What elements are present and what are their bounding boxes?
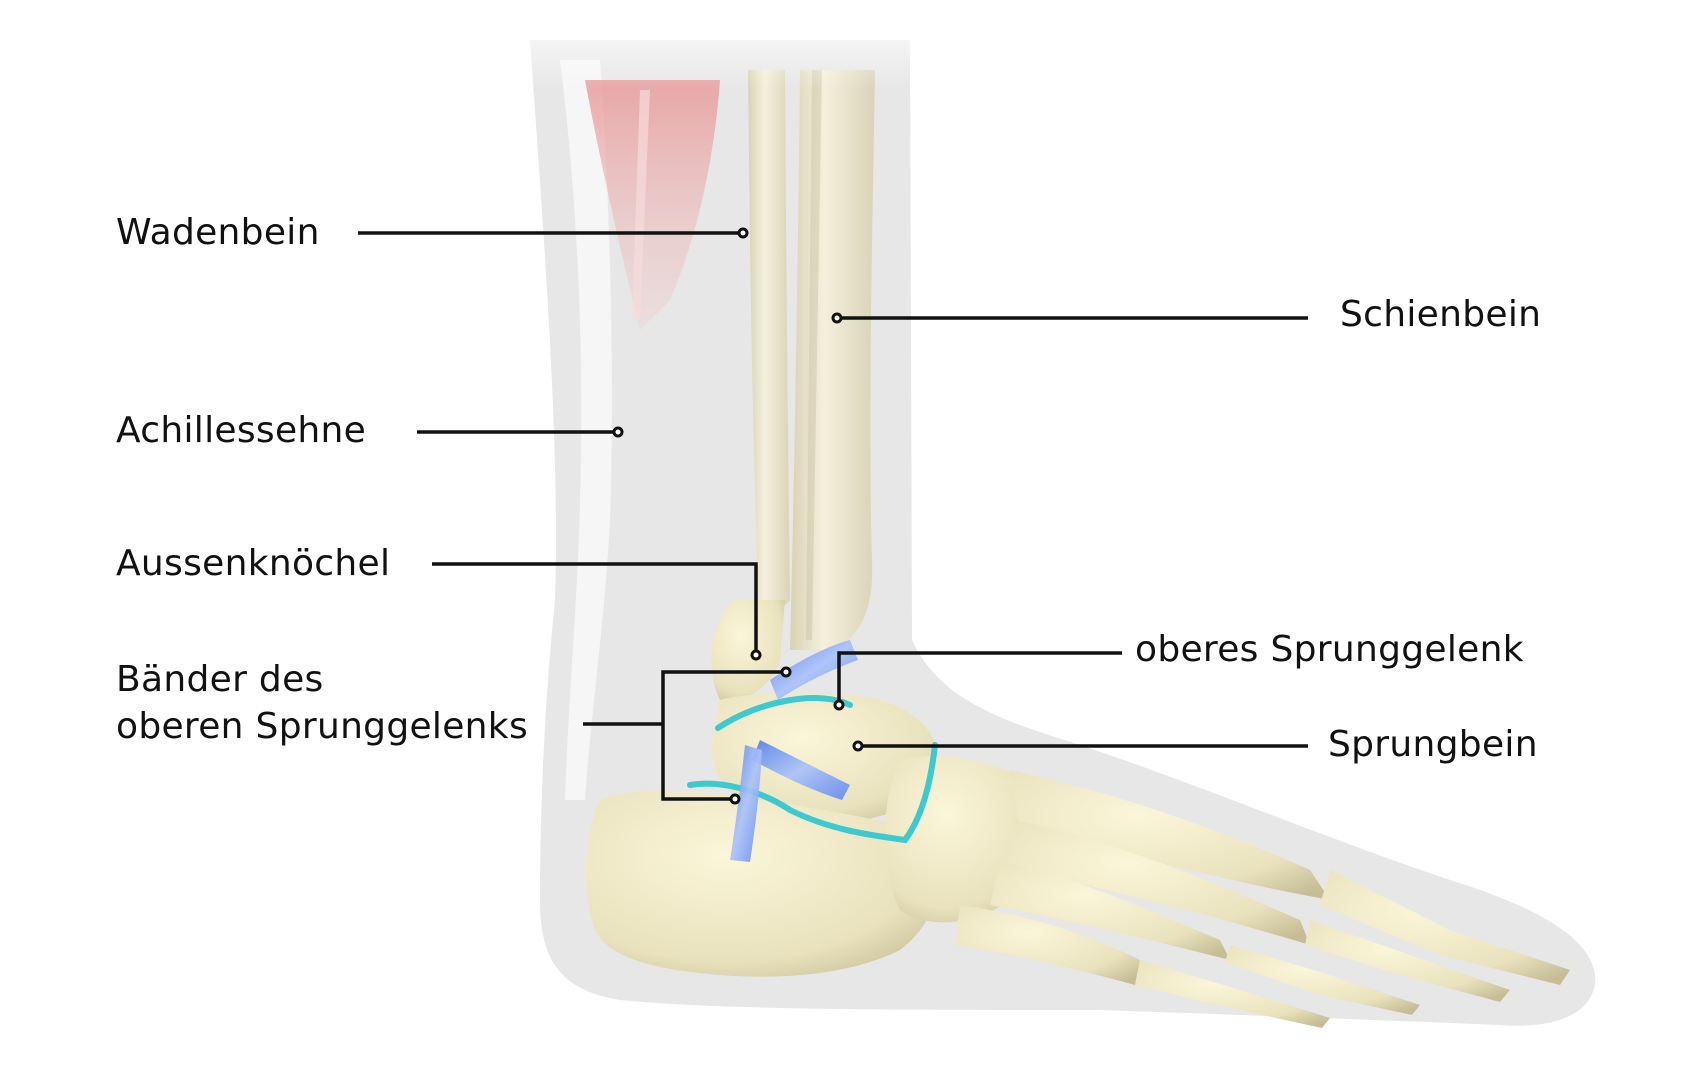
fibula-bone bbox=[748, 70, 790, 630]
label-schienbein: Schienbein bbox=[1340, 294, 1542, 335]
lateral-malleolus bbox=[711, 600, 785, 701]
ligament-anterior-talofibular bbox=[770, 640, 858, 700]
label-oberes-sprunggelenk: oberes Sprunggelenk bbox=[1135, 629, 1524, 670]
leader-lines bbox=[358, 231, 1308, 801]
toe-phalanges-2 bbox=[1305, 920, 1510, 1002]
ligament-posterior bbox=[752, 740, 850, 800]
toe-phalanges-3 bbox=[1225, 945, 1420, 1015]
label-achillessehne: Achillessehne bbox=[116, 410, 367, 451]
metatarsal-5 bbox=[955, 905, 1140, 985]
metatarsal-1 bbox=[1010, 770, 1330, 900]
talus-bone bbox=[711, 692, 938, 824]
leader-baender-bracket bbox=[661, 670, 786, 801]
metatarsal-3 bbox=[990, 860, 1230, 960]
calcaneus-bone bbox=[585, 790, 938, 977]
calf-muscle bbox=[585, 80, 720, 330]
label-baender-line1: Bänder des bbox=[116, 659, 324, 700]
leader-endpoints bbox=[612, 227, 864, 805]
label-baender-line2: oberen Sprunggelenks bbox=[116, 706, 529, 747]
leader-oberes-sprunggelenk bbox=[837, 651, 1122, 705]
label-wadenbein: Wadenbein bbox=[116, 212, 320, 253]
toe-phalanges-5 bbox=[1135, 960, 1330, 1028]
leader-aussenknoechel bbox=[432, 562, 758, 655]
metatarsal-2 bbox=[1005, 820, 1310, 945]
toe-phalanges-1 bbox=[1320, 870, 1570, 985]
tibia-bone bbox=[790, 70, 875, 650]
achilles-tendon-shape bbox=[560, 60, 612, 800]
label-aussenknoechel: Aussenknöchel bbox=[116, 543, 391, 584]
label-sprungbein: Sprungbein bbox=[1328, 724, 1538, 765]
ligament-calcaneofibular bbox=[730, 745, 762, 862]
